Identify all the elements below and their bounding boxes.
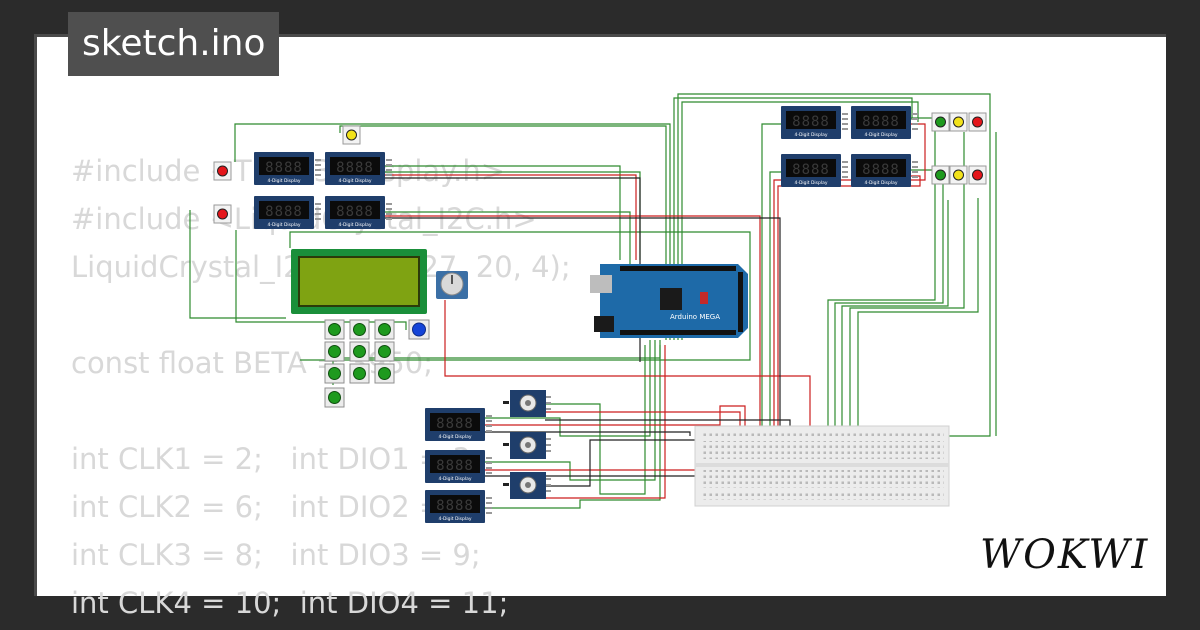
- wire[interactable]: [485, 405, 746, 436]
- display-digits: 8888: [336, 204, 374, 220]
- wire[interactable]: [485, 345, 661, 509]
- led-module[interactable]: [213, 204, 232, 224]
- rotary-encoder-module[interactable]: [503, 472, 551, 499]
- blue-push-button[interactable]: [408, 319, 430, 340]
- display-label: 4-Digit Display: [438, 476, 471, 482]
- led-module[interactable]: [968, 165, 987, 185]
- display-digits: 8888: [792, 162, 830, 178]
- wire[interactable]: [384, 165, 621, 260]
- breadboard[interactable]: [694, 425, 950, 507]
- push-button[interactable]: [324, 387, 345, 408]
- wire[interactable]: [849, 132, 965, 436]
- four-digit-display[interactable]: 8888 4-Digit Display: [254, 196, 321, 229]
- led-module[interactable]: [949, 165, 968, 185]
- wire[interactable]: [827, 117, 936, 436]
- wire[interactable]: [485, 340, 651, 437]
- display-digits: 8888: [265, 204, 303, 220]
- rotary-encoder-module[interactable]: [503, 390, 551, 417]
- code-line: int CLK4 = 10; int DIO4 = 11;: [71, 586, 509, 620]
- wire[interactable]: [545, 345, 646, 495]
- display-digits: 8888: [436, 416, 474, 432]
- code-line: int CLK3 = 8; int DIO3 = 9;: [71, 538, 481, 572]
- wire[interactable]: [384, 215, 761, 436]
- four-digit-display[interactable]: 8888 4-Digit Display: [781, 154, 848, 187]
- wire[interactable]: [384, 217, 781, 436]
- wire[interactable]: [673, 97, 913, 340]
- wire[interactable]: [834, 169, 944, 436]
- wire[interactable]: [485, 340, 656, 481]
- push-button[interactable]: [374, 341, 395, 362]
- led-module[interactable]: [949, 112, 968, 132]
- potentiometer[interactable]: [436, 271, 468, 299]
- four-digit-display[interactable]: 8888 4-Digit Display: [254, 152, 321, 185]
- wire[interactable]: [769, 171, 782, 436]
- wire[interactable]: [545, 345, 666, 499]
- push-button[interactable]: [374, 319, 395, 340]
- display-label: 4-Digit Display: [438, 516, 471, 522]
- led-module[interactable]: [968, 112, 987, 132]
- wire[interactable]: [485, 431, 691, 436]
- display-label: 4-Digit Display: [267, 222, 300, 228]
- four-digit-display[interactable]: 8888 4-Digit Display: [851, 154, 918, 187]
- display-digits: 8888: [862, 162, 900, 178]
- led-module[interactable]: [213, 161, 232, 181]
- display-digits: 8888: [436, 458, 474, 474]
- push-button[interactable]: [324, 341, 345, 362]
- wire[interactable]: [761, 123, 782, 436]
- wire[interactable]: [444, 300, 811, 436]
- lcd-display[interactable]: [291, 249, 427, 314]
- wire[interactable]: [289, 231, 751, 361]
- four-digit-display[interactable]: 8888 4-Digit Display: [851, 106, 918, 139]
- display-digits: 8888: [265, 160, 303, 176]
- wire[interactable]: [235, 230, 407, 330]
- led-module[interactable]: [931, 112, 950, 132]
- wire[interactable]: [339, 125, 667, 340]
- display-label: 4-Digit Display: [438, 434, 471, 440]
- four-digit-display[interactable]: 8888 4-Digit Display: [325, 152, 392, 185]
- rotary-encoder-module[interactable]: [503, 432, 551, 459]
- push-button[interactable]: [324, 319, 345, 340]
- display-label: 4-Digit Display: [267, 178, 300, 184]
- display-label: 4-Digit Display: [864, 180, 897, 186]
- sketch-title: sketch.ino: [68, 12, 280, 76]
- push-button[interactable]: [349, 319, 370, 340]
- display-label: 4-Digit Display: [794, 180, 827, 186]
- four-digit-display[interactable]: 8888 4-Digit Display: [425, 450, 492, 483]
- push-button[interactable]: [349, 363, 370, 384]
- push-button[interactable]: [374, 363, 395, 384]
- wire[interactable]: [773, 123, 926, 436]
- wire[interactable]: [841, 200, 949, 436]
- wokwi-logo: WOKWI: [980, 532, 1149, 578]
- wokwi-logo-text: WOKWI: [980, 532, 1149, 578]
- display-label: 4-Digit Display: [864, 132, 897, 138]
- led-module[interactable]: [342, 125, 361, 145]
- led-module[interactable]: [931, 165, 950, 185]
- wire[interactable]: [681, 101, 919, 340]
- board-label: Arduino MEGA: [670, 313, 720, 321]
- display-digits: 8888: [792, 114, 830, 130]
- wire[interactable]: [384, 174, 637, 260]
- four-digit-display[interactable]: 8888 4-Digit Display: [425, 490, 492, 523]
- four-digit-display[interactable]: 8888 4-Digit Display: [425, 408, 492, 441]
- code-line: int CLK1 = 2; int DIO1 = 3;: [71, 442, 481, 476]
- arduino-mega-board[interactable]: Arduino MEGA: [590, 264, 748, 338]
- push-button[interactable]: [324, 363, 345, 384]
- four-digit-display[interactable]: 8888 4-Digit Display: [325, 196, 392, 229]
- display-label: 4-Digit Display: [338, 178, 371, 184]
- display-digits: 8888: [862, 114, 900, 130]
- wire[interactable]: [545, 439, 700, 487]
- display-label: 4-Digit Display: [338, 222, 371, 228]
- display-label: 4-Digit Display: [794, 132, 827, 138]
- four-digit-display[interactable]: 8888 4-Digit Display: [781, 106, 848, 139]
- wire[interactable]: [189, 210, 286, 319]
- display-digits: 8888: [336, 160, 374, 176]
- push-button[interactable]: [349, 341, 370, 362]
- display-digits: 8888: [436, 498, 474, 514]
- wire[interactable]: [857, 198, 979, 436]
